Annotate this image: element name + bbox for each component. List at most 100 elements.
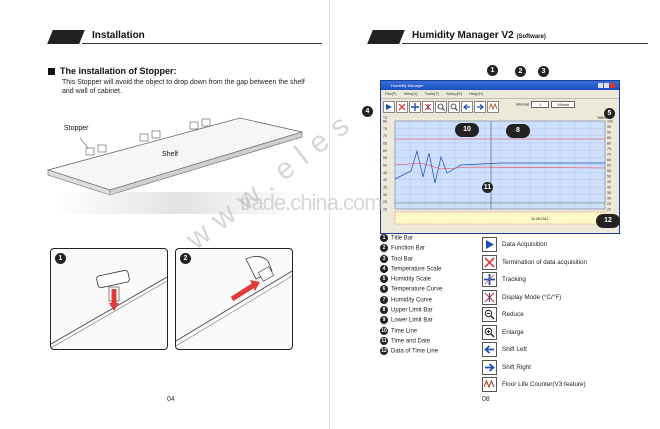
wave-icon[interactable]: [487, 101, 499, 113]
step-2-illustration: [176, 256, 292, 347]
temp-scale-tick: 45: [383, 171, 387, 175]
step-1-illustration: [51, 269, 167, 349]
menu-help[interactable]: Help(H): [469, 91, 483, 96]
tool-legend-item: Tracking: [482, 271, 657, 289]
humidity-scale-tick: 60: [607, 164, 611, 168]
zoom-in-icon[interactable]: [448, 101, 460, 113]
humidity-scale-tick: 100: [607, 120, 613, 124]
temp-scale-tick: 70: [383, 134, 387, 138]
left-page-header: Installation: [47, 30, 322, 46]
temp-scale-tick: 65: [383, 142, 387, 146]
tool-legend-item: Reduce: [482, 306, 657, 324]
left-page-title: Installation: [92, 30, 145, 41]
humidity-scale-tick: 35: [607, 191, 611, 195]
tracking-icon[interactable]: [409, 101, 421, 113]
temp-scale-tick: 25: [383, 200, 387, 204]
zoom-out-icon[interactable]: [435, 101, 447, 113]
arrow-left-icon[interactable]: [461, 101, 473, 113]
time-date-strip: [394, 211, 606, 225]
callout-3: 3: [538, 66, 549, 77]
software-window: Humidity Manager File(F) View(V) Tools(T…: [380, 80, 620, 234]
menu-setup[interactable]: Setup(S): [446, 91, 463, 96]
left-page-number: 04: [167, 396, 175, 403]
temp-scale-tick: 60: [383, 149, 387, 153]
menu-view[interactable]: View(V): [403, 91, 418, 96]
header-block-icon: [47, 30, 85, 44]
humidity-curve: [394, 149, 605, 184]
tool-legend-item: Enlarge: [482, 324, 657, 342]
tracking-icon: [482, 272, 497, 288]
display-mode-icon: [482, 289, 497, 305]
tool-legend-item: Floor Life Counter(V3 feature): [482, 376, 657, 394]
humidity-plot: °C%RH80757065605550454035302520100959085…: [383, 115, 613, 225]
callout-1: 1: [487, 65, 498, 76]
zoom-out-icon: [482, 307, 497, 323]
arrow-right-icon: [482, 359, 497, 375]
callout-11: 11: [482, 182, 493, 193]
humidity-scale-tick: 50: [607, 175, 611, 179]
humidity-scale-tick: 20: [607, 208, 611, 212]
play-icon[interactable]: [383, 101, 395, 113]
humidity-scale-tick: 65: [607, 158, 611, 162]
temp-scale-tick: 35: [383, 186, 387, 190]
humidity-scale-tick: 75: [607, 147, 611, 151]
arrow-left-icon: [482, 342, 497, 358]
humidity-scale-tick: 70: [607, 153, 611, 157]
window-tool-bar: [381, 99, 619, 115]
cross-icon: [482, 254, 497, 270]
tool-legend-item: Data Acquisition: [482, 236, 657, 254]
window-title-bar: Humidity Manager: [381, 81, 619, 90]
time-and-date: 11:08:2011: [531, 217, 548, 221]
menu-tools[interactable]: Tools(T): [424, 91, 440, 96]
wave-icon: [482, 377, 497, 393]
callout-10: 10: [455, 123, 479, 137]
interval-input[interactable]: 1: [531, 101, 550, 108]
shelf-illustration: [46, 117, 304, 196]
zoom-in-icon: [482, 324, 497, 340]
header-block-icon: [367, 30, 405, 44]
close-icon[interactable]: [610, 83, 615, 88]
maximize-icon[interactable]: [604, 83, 609, 88]
right-page-header: Humidity Manager V2 (Software): [367, 30, 648, 46]
cross-icon[interactable]: [396, 101, 408, 113]
temp-scale-tick: 20: [383, 208, 387, 212]
humidity-scale-tick: 45: [607, 180, 611, 184]
minimize-icon[interactable]: [598, 83, 603, 88]
humidity-scale-tick: 25: [607, 202, 611, 206]
square-bullet-icon: [48, 68, 55, 76]
temp-scale-tick: 30: [383, 193, 387, 197]
arrow-right-icon[interactable]: [474, 101, 486, 113]
humidity-scale-tick: 30: [607, 197, 611, 201]
temp-scale-tick: 55: [383, 156, 387, 160]
callout-8: 8: [506, 124, 530, 138]
stopper-label: Stopper: [64, 125, 89, 132]
callout-2: 2: [515, 66, 526, 77]
display-mode-icon[interactable]: [422, 101, 434, 113]
play-icon: [482, 237, 497, 253]
right-page-title: Humidity Manager V2 (Software): [412, 30, 546, 41]
temperature-curve: [394, 162, 606, 170]
step-2-panel: 2: [175, 248, 293, 350]
callout-12: 12: [596, 214, 620, 228]
menu-file[interactable]: File(F): [385, 91, 397, 96]
humidity-scale-tick: 85: [607, 136, 611, 140]
interval-unit-select[interactable]: Minute: [551, 101, 576, 108]
humidity-unit: %RH: [597, 115, 606, 120]
step-1-number: 1: [55, 253, 66, 264]
right-page: Humidity Manager V2 (Software) Humidity …: [330, 0, 660, 429]
humidity-scale-tick: 55: [607, 169, 611, 173]
callout-5: 5: [604, 108, 615, 119]
step-1-panel: 1: [50, 248, 168, 350]
section-title: The installation of Stopper:: [48, 66, 177, 76]
